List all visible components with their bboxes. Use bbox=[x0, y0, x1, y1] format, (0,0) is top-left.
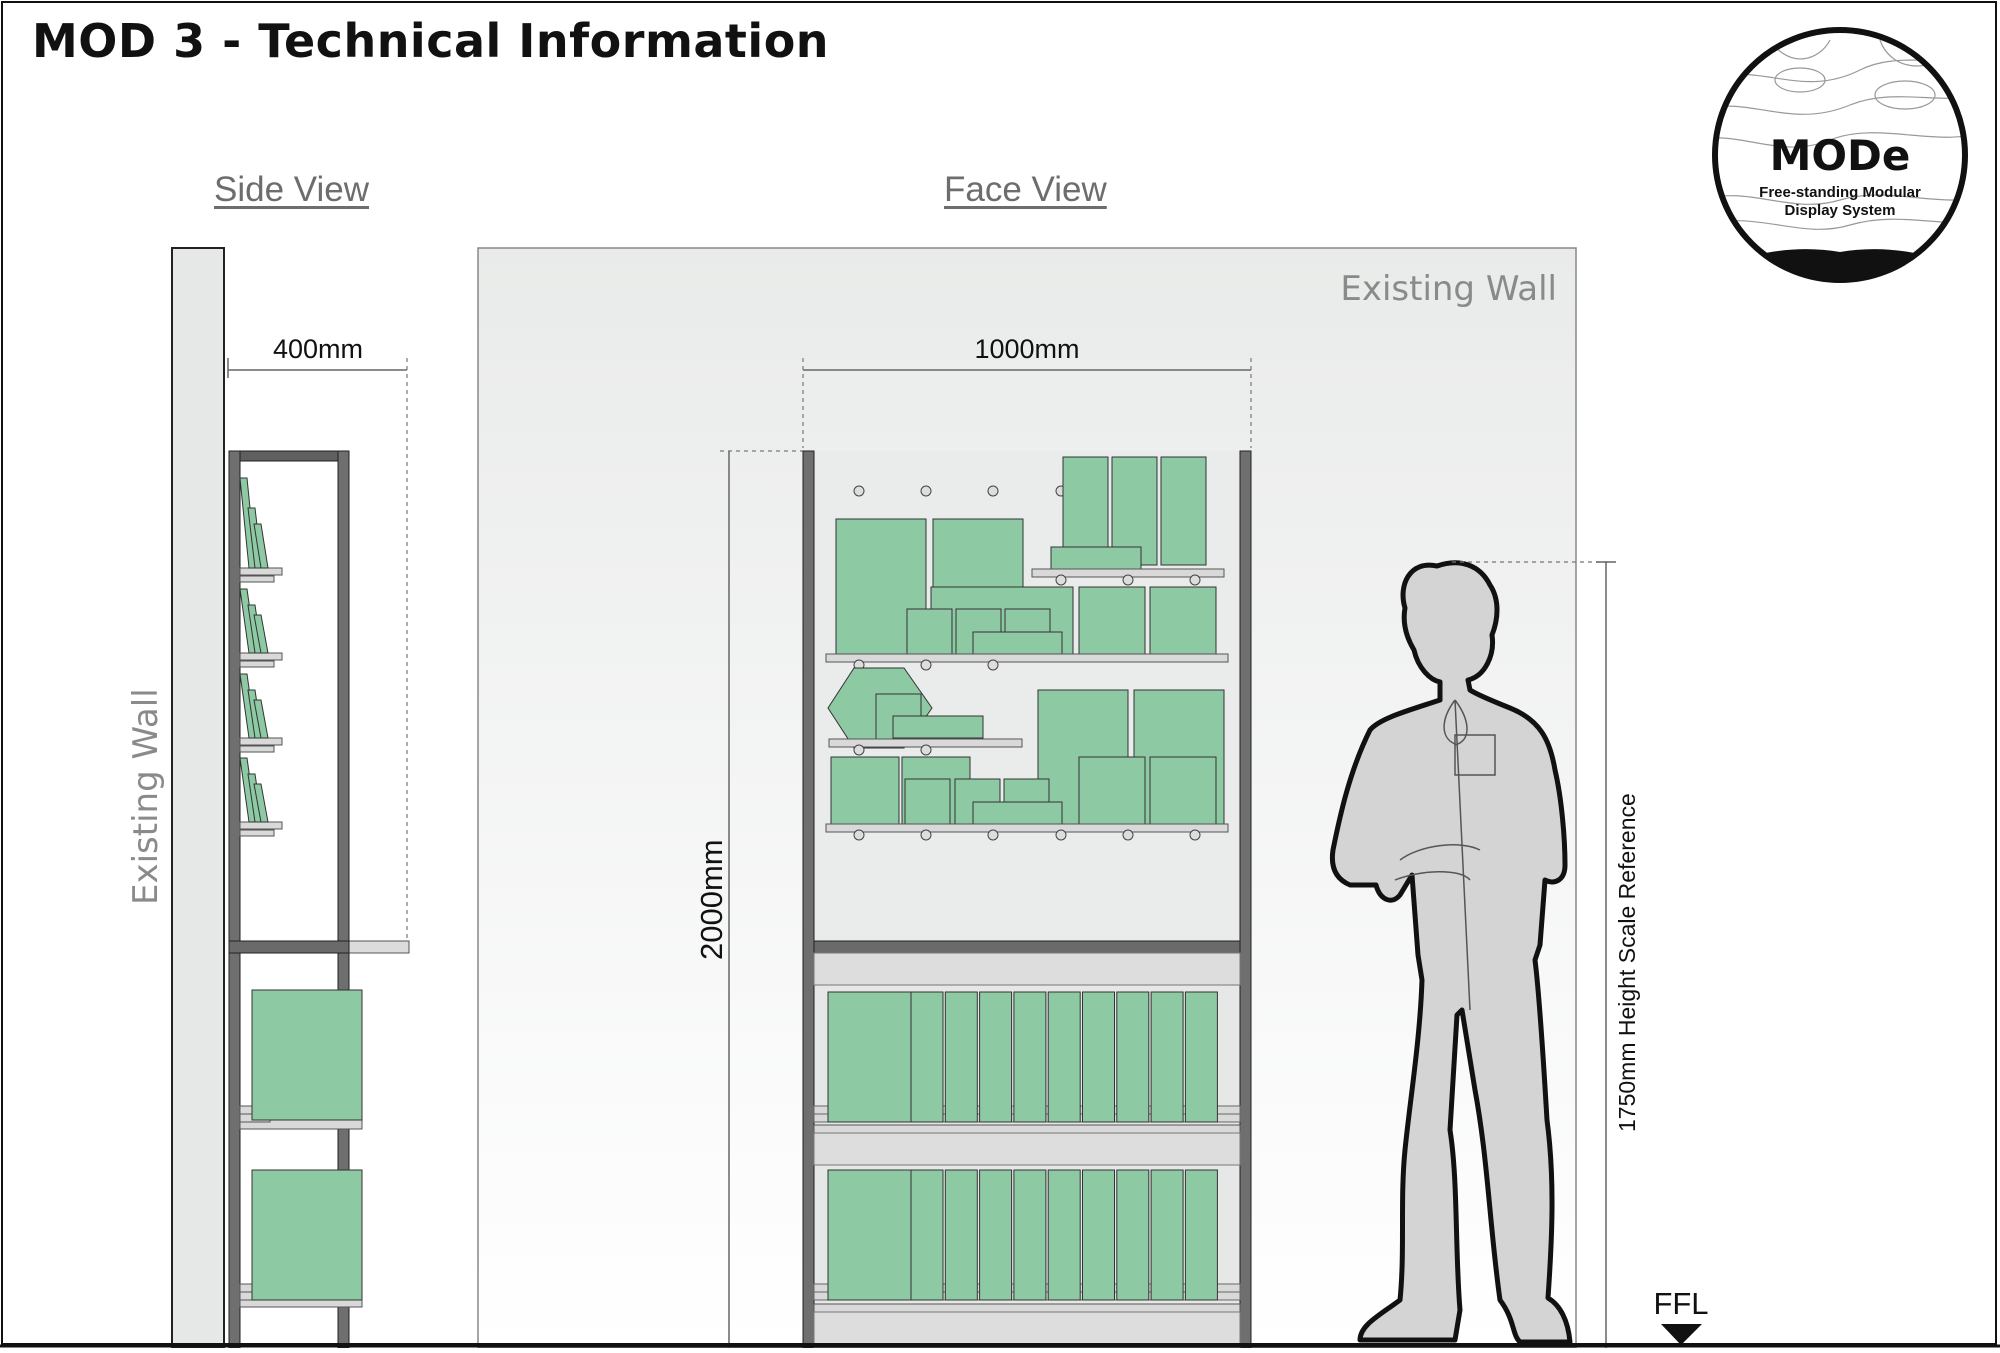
lower-product-panel bbox=[1150, 1169, 1184, 1301]
lower-product-panel bbox=[1184, 991, 1218, 1123]
depth-dim-label: 400mm bbox=[273, 334, 363, 364]
ffl-arrow-icon bbox=[1661, 1324, 1702, 1345]
lower-product-panel bbox=[979, 991, 1013, 1123]
face-lower-products bbox=[827, 991, 1218, 1301]
lower-product-panel bbox=[979, 1169, 1013, 1301]
side-frame bbox=[228, 450, 410, 1349]
face-view: Existing Wall 1000mm 2000mm bbox=[477, 247, 1577, 1349]
side-existing-wall bbox=[171, 247, 225, 1349]
lower-product-panel bbox=[1116, 1169, 1150, 1301]
ffl-marker: FFL bbox=[1653, 1286, 1709, 1345]
lower-product-panel bbox=[1013, 1169, 1047, 1301]
ffl-label: FFL bbox=[1653, 1286, 1708, 1321]
side-large-products bbox=[239, 989, 363, 1301]
shirt-pocket bbox=[1454, 734, 1496, 776]
lower-product-panel bbox=[1013, 991, 1047, 1123]
lower-product-panel bbox=[910, 1169, 944, 1301]
side-view-label: Side View bbox=[214, 170, 370, 209]
lower-product-panel bbox=[827, 1169, 912, 1301]
lower-product-panel bbox=[910, 991, 944, 1123]
face-upper-display bbox=[825, 456, 1229, 841]
face-wall-label: Existing Wall bbox=[1340, 269, 1557, 309]
person-silhouette bbox=[1329, 560, 1573, 1345]
lower-product-panel bbox=[1184, 1169, 1218, 1301]
lower-product-panel bbox=[1082, 991, 1115, 1123]
lower-product-panel bbox=[1150, 991, 1184, 1123]
width-dim-label: 1000mm bbox=[974, 334, 1079, 364]
height-dim-label: 2000mm bbox=[694, 839, 729, 960]
mode-logo: MODe Free-standing Modular Display Syste… bbox=[1712, 27, 1968, 283]
side-wall-label: Existing Wall bbox=[126, 688, 166, 905]
logo-tagline-1: Free-standing Modular bbox=[1759, 184, 1921, 201]
side-small-shelves bbox=[239, 477, 283, 837]
face-view-label: Face View bbox=[944, 170, 1107, 209]
lower-product-panel bbox=[944, 1169, 978, 1301]
side-view: Existing Wall 400mm bbox=[126, 247, 410, 1349]
person-height-reference: 1750mm Height Scale Reference bbox=[1452, 561, 1640, 1348]
lower-product-panel bbox=[1082, 1169, 1115, 1301]
lower-product-panel bbox=[827, 991, 912, 1123]
logo-name: MODe bbox=[1770, 131, 1911, 180]
logo-tagline-2: Display System bbox=[1785, 202, 1896, 219]
page-title: MOD 3 - Technical Information bbox=[32, 14, 830, 68]
lower-product-panel bbox=[1047, 991, 1081, 1123]
lower-product-panel bbox=[1047, 1169, 1081, 1301]
person-height-label: 1750mm Height Scale Reference bbox=[1614, 793, 1640, 1132]
lower-product-panel bbox=[1116, 991, 1150, 1123]
lower-product-panel bbox=[944, 991, 978, 1123]
